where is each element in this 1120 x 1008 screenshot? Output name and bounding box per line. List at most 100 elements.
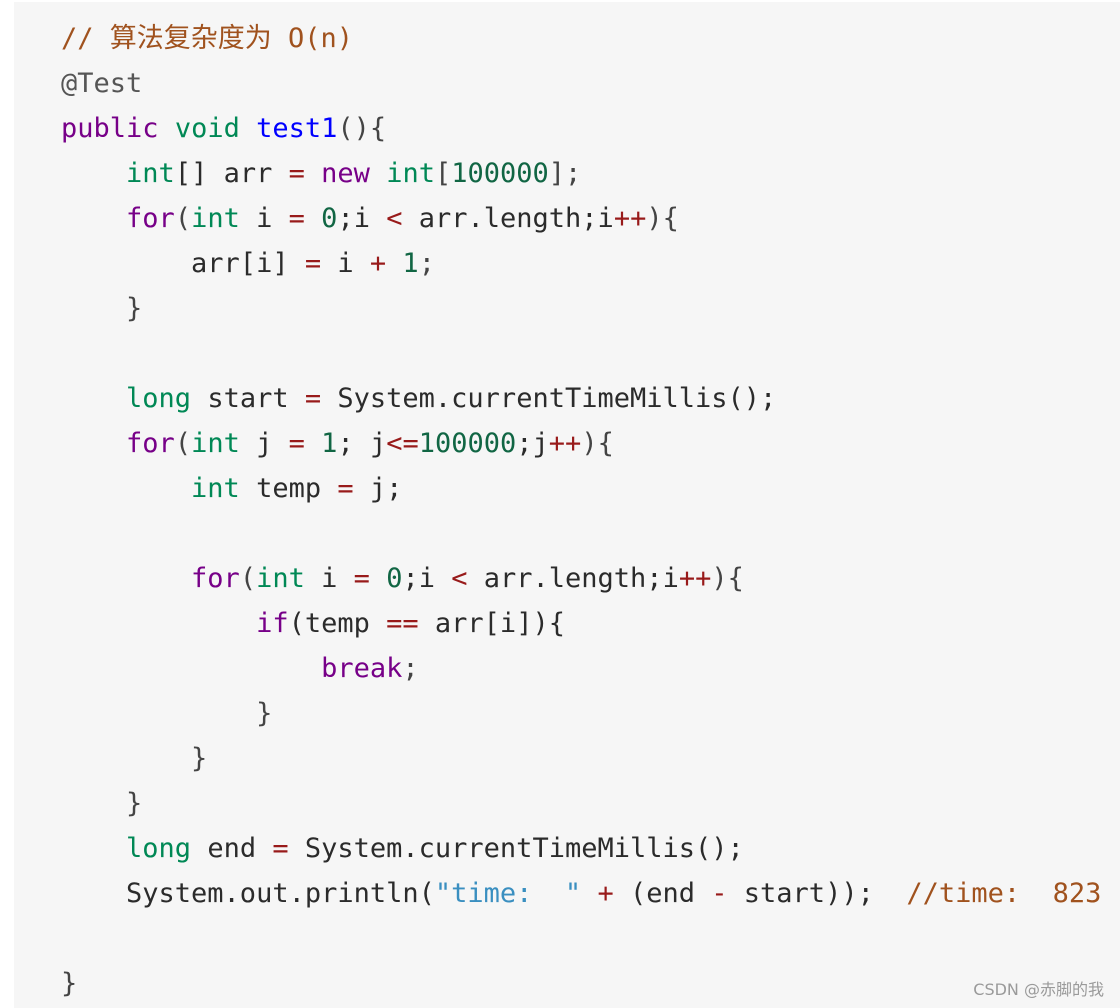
code-token-type: int	[191, 203, 240, 234]
code-token-plain: j	[239, 428, 289, 459]
code-token-operator: +	[597, 878, 614, 909]
code-line: if(temp == arr[i]){	[61, 601, 1101, 646]
code-token-number: 1	[402, 248, 419, 279]
code-token-plain: i	[304, 563, 354, 594]
code-token-plain: System.currentTimeMillis();	[321, 383, 777, 414]
code-token-keyword: break	[321, 653, 403, 684]
code-token-punct: (	[239, 563, 257, 594]
code-token-operator: =	[288, 158, 305, 189]
code-token-operator: =	[304, 248, 322, 279]
code-token-number: 0	[386, 563, 403, 594]
code-line: }	[61, 736, 1101, 781]
code-line: long end = System.currentTimeMillis();	[61, 826, 1101, 871]
code-token-keyword: for	[126, 428, 175, 459]
code-token-punct: }	[61, 698, 273, 729]
code-token-plain	[370, 158, 386, 189]
code-token-plain	[305, 203, 321, 234]
code-token-plain: ;j	[516, 428, 549, 459]
code-token-plain: j;	[353, 473, 403, 504]
code-line: }	[61, 286, 1101, 331]
code-token-keyword: for	[126, 203, 175, 234]
code-token-plain	[305, 428, 321, 459]
code-token-operator: =	[337, 473, 354, 504]
code-token-operator: ++	[678, 563, 712, 594]
code-line: for(int i = 0;i < arr.length;i++){	[61, 556, 1101, 601]
code-token-operator: <	[451, 563, 468, 594]
code-token-punct: ;	[418, 248, 435, 279]
code-token-number: 1	[321, 428, 338, 459]
code-token-type: int	[386, 158, 435, 189]
code-token-plain: ;i	[337, 203, 387, 234]
code-token-plain: temp	[239, 473, 338, 504]
code-line	[61, 511, 1101, 556]
code-token-operator: ++	[548, 428, 582, 459]
code-token-type: int	[126, 158, 175, 189]
code-token-keyword: if	[256, 608, 289, 639]
code-token-plain: (end	[613, 878, 712, 909]
code-token-number: 0	[321, 203, 338, 234]
code-line: int[] arr = new int[100000];	[61, 151, 1101, 196]
code-token-operator: =	[353, 563, 370, 594]
code-token-operator: <=	[386, 428, 419, 459]
code-token-plain: arr.length;i	[467, 563, 679, 594]
code-token-plain	[370, 563, 386, 594]
code-token-plain: System.currentTimeMillis();	[288, 833, 744, 864]
code-line	[61, 331, 1101, 376]
code-token-plain: [] arr	[174, 158, 289, 189]
code-line: long start = System.currentTimeMillis();	[61, 376, 1101, 421]
code-token-keyword: for	[191, 563, 240, 594]
code-token-type: long	[126, 383, 192, 414]
code-token-type: int	[191, 428, 240, 459]
code-line	[61, 916, 1101, 961]
code-token-operator: -	[711, 878, 728, 909]
code-line: arr[i] = i + 1;	[61, 241, 1101, 286]
code-token-annotation: @Test	[61, 68, 143, 99]
code-token-type: void	[174, 113, 240, 144]
code-token-type: long	[126, 833, 192, 864]
code-token-plain	[61, 833, 126, 864]
code-token-plain: start	[191, 383, 305, 414]
code-line: }	[61, 781, 1101, 826]
code-line: break;	[61, 646, 1101, 691]
code-token-punct: ){	[646, 203, 679, 234]
code-token-plain	[386, 248, 402, 279]
code-token-plain	[61, 158, 126, 189]
code-token-plain	[240, 113, 256, 144]
code-line: public void test1(){	[61, 106, 1101, 151]
code-token-plain	[61, 563, 191, 594]
code-token-operator: <	[386, 203, 403, 234]
code-line: System.out.println("time: " + (end - sta…	[61, 871, 1101, 916]
code-token-keyword: public	[61, 113, 159, 144]
code-token-plain	[61, 608, 256, 639]
code-line: }	[61, 961, 1101, 1006]
code-token-operator: =	[272, 833, 289, 864]
code-token-plain: end	[191, 833, 273, 864]
code-token-punct: }	[61, 293, 143, 324]
code-token-plain	[305, 158, 321, 189]
code-token-plain: arr.length;i	[402, 203, 614, 234]
code-token-punct: ;	[402, 653, 419, 684]
code-token-operator: =	[304, 383, 322, 414]
code-token-plain: start));	[727, 878, 907, 909]
code-token-plain	[61, 383, 126, 414]
code-token-func: test1	[256, 113, 338, 144]
code-token-plain: i	[239, 203, 289, 234]
code-line: }	[61, 691, 1101, 736]
code-line: for(int i = 0;i < arr.length;i++){	[61, 196, 1101, 241]
code-token-operator: ==	[386, 608, 419, 639]
code-token-plain	[61, 473, 191, 504]
code-token-type: int	[191, 473, 240, 504]
code-line: int temp = j;	[61, 466, 1101, 511]
code-line: for(int j = 1; j<=100000;j++){	[61, 421, 1101, 466]
code-token-plain	[581, 878, 597, 909]
code-token-plain: (temp	[288, 608, 387, 639]
code-token-plain	[61, 428, 126, 459]
code-token-keyword: new	[321, 158, 370, 189]
code-line: // 算法复杂度为 O(n)	[61, 16, 1101, 61]
code-token-punct: (	[174, 428, 192, 459]
code-token-punct: ){	[711, 563, 744, 594]
code-token-punct: ){	[581, 428, 614, 459]
code-token-punct: [	[434, 158, 452, 189]
code-token-type: int	[256, 563, 305, 594]
code-token-plain: arr[i]){	[418, 608, 565, 639]
